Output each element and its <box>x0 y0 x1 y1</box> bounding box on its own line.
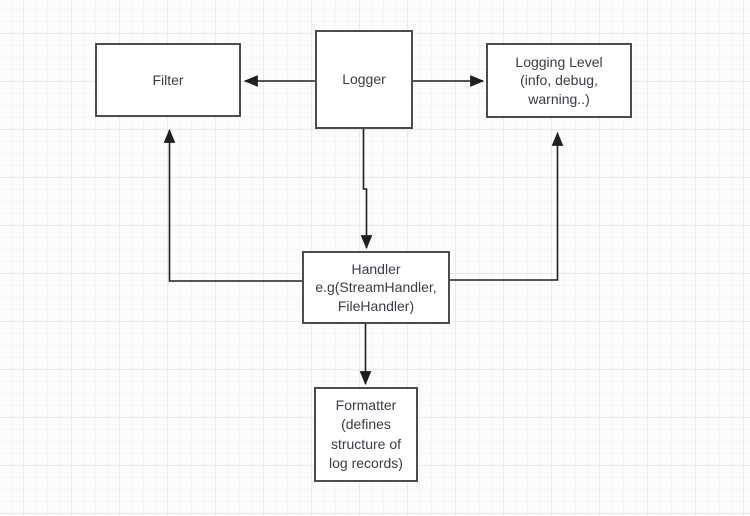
node-handler-label: Handler e.g(StreamHandler, FileHandler) <box>315 260 437 314</box>
node-formatter-label: Formatter (defines structure of log reco… <box>329 396 403 472</box>
edge-handler-to-logging-level <box>449 131 564 281</box>
node-logging-level: Logging Level (info, debug, warning..) <box>486 43 632 118</box>
node-logger-label: Logger <box>342 71 386 88</box>
edge-logger-to-handler <box>360 129 373 250</box>
node-filter-label: Filter <box>152 71 184 88</box>
node-filter: Filter <box>95 43 241 117</box>
node-formatter: Formatter (defines structure of log reco… <box>314 387 418 482</box>
node-logging-level-label: Logging Level (info, debug, warning..) <box>515 53 603 107</box>
node-handler: Handler e.g(StreamHandler, FileHandler) <box>302 251 450 324</box>
node-logger: Logger <box>315 30 413 129</box>
edge-handler-to-filter <box>163 128 302 282</box>
